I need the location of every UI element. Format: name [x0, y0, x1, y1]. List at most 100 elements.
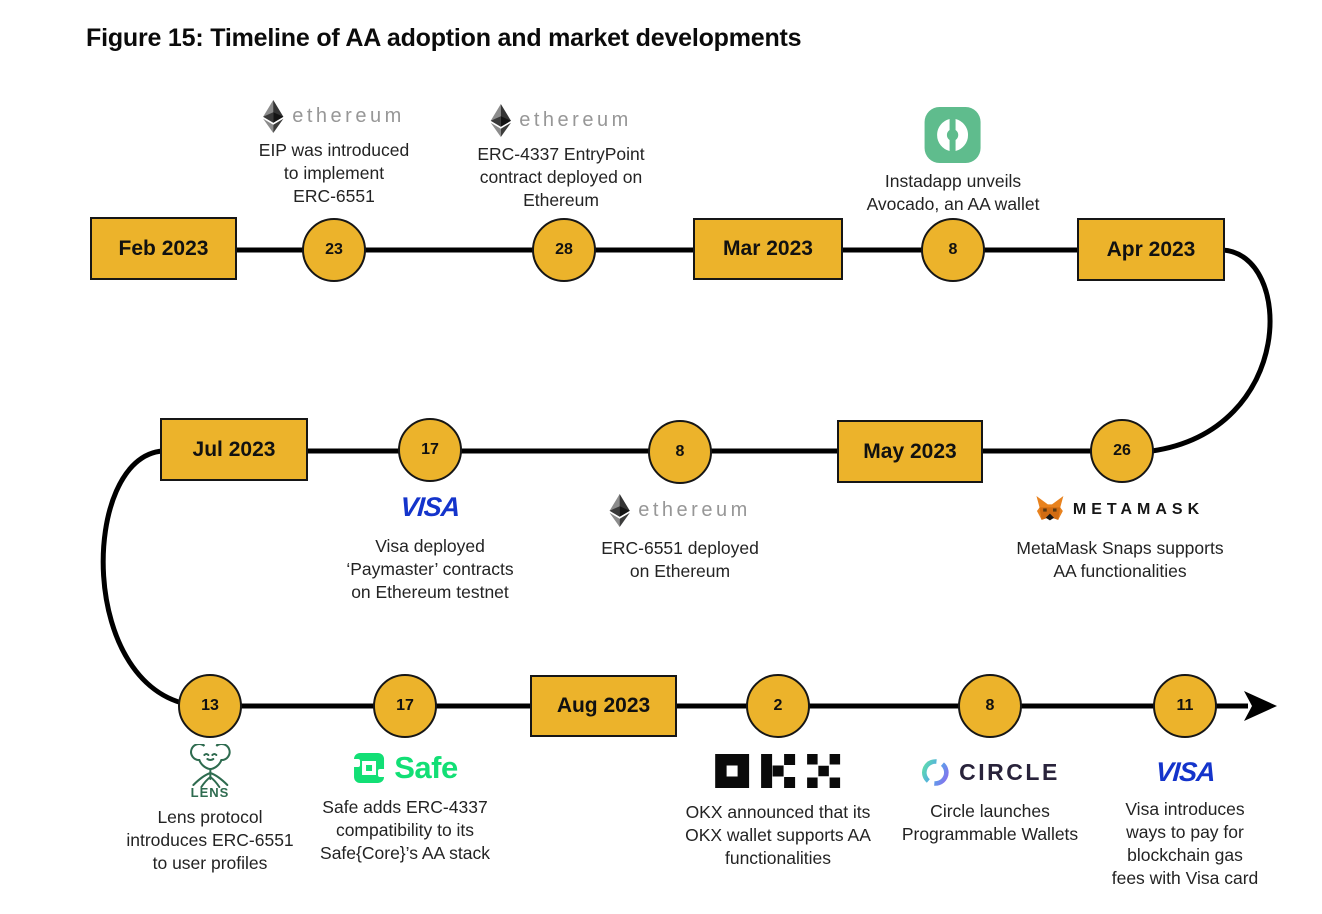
day-label: 17: [421, 441, 439, 458]
event-text-line: ways to pay for: [1126, 822, 1244, 842]
event-text-line: blockchain gas: [1127, 845, 1243, 865]
ethereum-wordmark: ethereum: [519, 109, 632, 131]
event-erc4337-entrypoint: ethereum ERC-4337 EntryPoint contract de…: [477, 104, 645, 212]
safe-wordmark: Safe: [394, 750, 458, 785]
visa-logo: VISA: [399, 492, 461, 522]
ethereum-icon: [609, 494, 630, 527]
day-label: 28: [555, 241, 573, 258]
month-node-jul-2023: Jul 2023: [160, 418, 308, 481]
ethereum-wordmark: ethereum: [638, 499, 751, 521]
month-node-mar-2023: Mar 2023: [693, 218, 843, 280]
event-text-line: Safe adds ERC-4337: [322, 797, 488, 817]
timeline-arrow-icon: [1244, 691, 1277, 721]
event-text-line: to user profiles: [152, 853, 268, 873]
metamask-logo: METAMASK: [1036, 496, 1204, 523]
event-text-line: OKX announced that its: [685, 802, 871, 822]
day-node-feb-28: 28: [532, 218, 596, 282]
day-label: 8: [985, 697, 995, 714]
month-label: Jul 2023: [192, 437, 276, 461]
safe-logo: Safe: [352, 750, 458, 786]
day-node-aug-11: 11: [1153, 674, 1217, 738]
figure-title: Figure 15: Timeline of AA adoption and m…: [86, 24, 802, 52]
event-text-line: introduces ERC-6551: [126, 830, 294, 850]
ethereum-icon: [263, 100, 284, 133]
day-node-may-8: 8: [648, 420, 712, 484]
day-label: 23: [325, 241, 343, 258]
event-erc6551-deployed: ethereum ERC-6551 deployed on Ethereum: [601, 494, 759, 583]
event-text-line: EIP was introduced: [258, 140, 410, 160]
event-text-line: Lens protocol: [157, 807, 263, 827]
event-text-line: contract deployed on: [479, 167, 643, 187]
event-text-line: fees with Visa card: [1111, 868, 1259, 888]
event-text-line: ERC-6551 deployed: [601, 538, 759, 558]
circle-wordmark: CIRCLE: [959, 759, 1060, 785]
event-text-line: Avocado, an AA wallet: [866, 194, 1040, 214]
day-label: 13: [201, 697, 219, 714]
circle-logo: CIRCLE: [920, 757, 1060, 788]
month-label: May 2023: [863, 439, 957, 463]
event-text-line: functionalities: [724, 848, 832, 868]
event-text-line: on Ethereum testnet: [351, 582, 509, 602]
day-node-may-17: 17: [398, 418, 462, 482]
day-label: 2: [773, 697, 783, 714]
event-text-line: OKX wallet supports AA: [685, 825, 871, 845]
ethereum-logo: ethereum: [263, 100, 405, 133]
event-text-line: MetaMask Snaps supports: [1016, 538, 1224, 558]
day-label: 8: [675, 443, 685, 460]
day-node-feb-23: 23: [302, 218, 366, 282]
event-visa-paymaster: VISA Visa deployed ‘Paymaster’ contracts…: [346, 492, 513, 604]
day-node-apr-26: 26: [1090, 419, 1154, 483]
lens-icon: [189, 744, 231, 788]
month-node-may-2023: May 2023: [837, 420, 983, 483]
day-label: 26: [1113, 442, 1131, 459]
okx-icon: [714, 754, 840, 788]
event-text-line: on Ethereum: [629, 561, 731, 581]
event-text-line: ERC-4337 EntryPoint: [477, 144, 645, 164]
month-label: Feb 2023: [118, 236, 209, 260]
ethereum-icon: [490, 104, 511, 137]
ethereum-logo: ethereum: [609, 494, 751, 527]
circle-icon: [922, 759, 949, 786]
month-node-feb-2023: Feb 2023: [90, 217, 237, 280]
month-label: Mar 2023: [723, 237, 813, 260]
event-text-line: Visa deployed: [375, 536, 485, 556]
event-text-line: AA functionalities: [1053, 561, 1187, 581]
ethereum-logo: ethereum: [490, 104, 632, 137]
event-text-line: Programmable Wallets: [901, 824, 1079, 844]
event-metamask-snaps: METAMASK MetaMask Snaps supports AA func…: [1016, 496, 1224, 583]
day-node-jul-13: 13: [178, 674, 242, 738]
ethereum-wordmark: ethereum: [292, 105, 405, 127]
event-text-line: Circle launches: [930, 801, 1050, 821]
metamask-fox-icon: [1036, 496, 1064, 521]
event-instadapp-avocado: Instadapp unveils Avocado, an AA wallet: [866, 106, 1040, 216]
month-label: Aug 2023: [556, 694, 651, 717]
lens-wordmark: LENS: [190, 785, 230, 800]
event-text-line: Safe{Core}’s AA stack: [320, 843, 490, 863]
event-text-line: Instadapp unveils: [884, 171, 1022, 191]
event-circle-programmable-wallets: CIRCLE Circle launches Programmable Wall…: [902, 757, 1078, 846]
day-node-aug-2: 2: [746, 674, 810, 738]
day-label: 11: [1176, 697, 1194, 714]
day-label: 17: [396, 697, 414, 714]
event-eip-6551-introduced: ethereum EIP was introduced to implement…: [259, 100, 409, 208]
visa-logo: VISA: [1154, 757, 1216, 787]
day-node-aug-8: 8: [958, 674, 1022, 738]
event-text-line: to implement: [283, 163, 385, 183]
event-lens-erc6551: LENS Lens protocol introduces ERC-6551 t…: [126, 744, 294, 875]
event-text-line: Ethereum: [523, 190, 599, 210]
event-text-line: ‘Paymaster’ contracts: [346, 559, 514, 579]
month-label: Apr 2023: [1106, 237, 1196, 261]
instadapp-icon: [924, 107, 981, 163]
day-node-mar-8: 8: [921, 218, 985, 282]
month-node-apr-2023: Apr 2023: [1077, 218, 1225, 281]
day-label: 8: [948, 241, 958, 258]
event-text-line: ERC-6551: [293, 186, 375, 206]
event-text-line: Visa introduces: [1125, 799, 1245, 819]
metamask-wordmark: METAMASK: [1072, 500, 1205, 518]
day-node-jul-17: 17: [373, 674, 437, 738]
event-text-line: compatibility to its: [335, 820, 475, 840]
month-node-aug-2023: Aug 2023: [530, 675, 677, 737]
event-safe-erc4337: Safe Safe adds ERC-4337 compatibility to…: [320, 750, 490, 865]
safe-icon: [352, 753, 387, 783]
